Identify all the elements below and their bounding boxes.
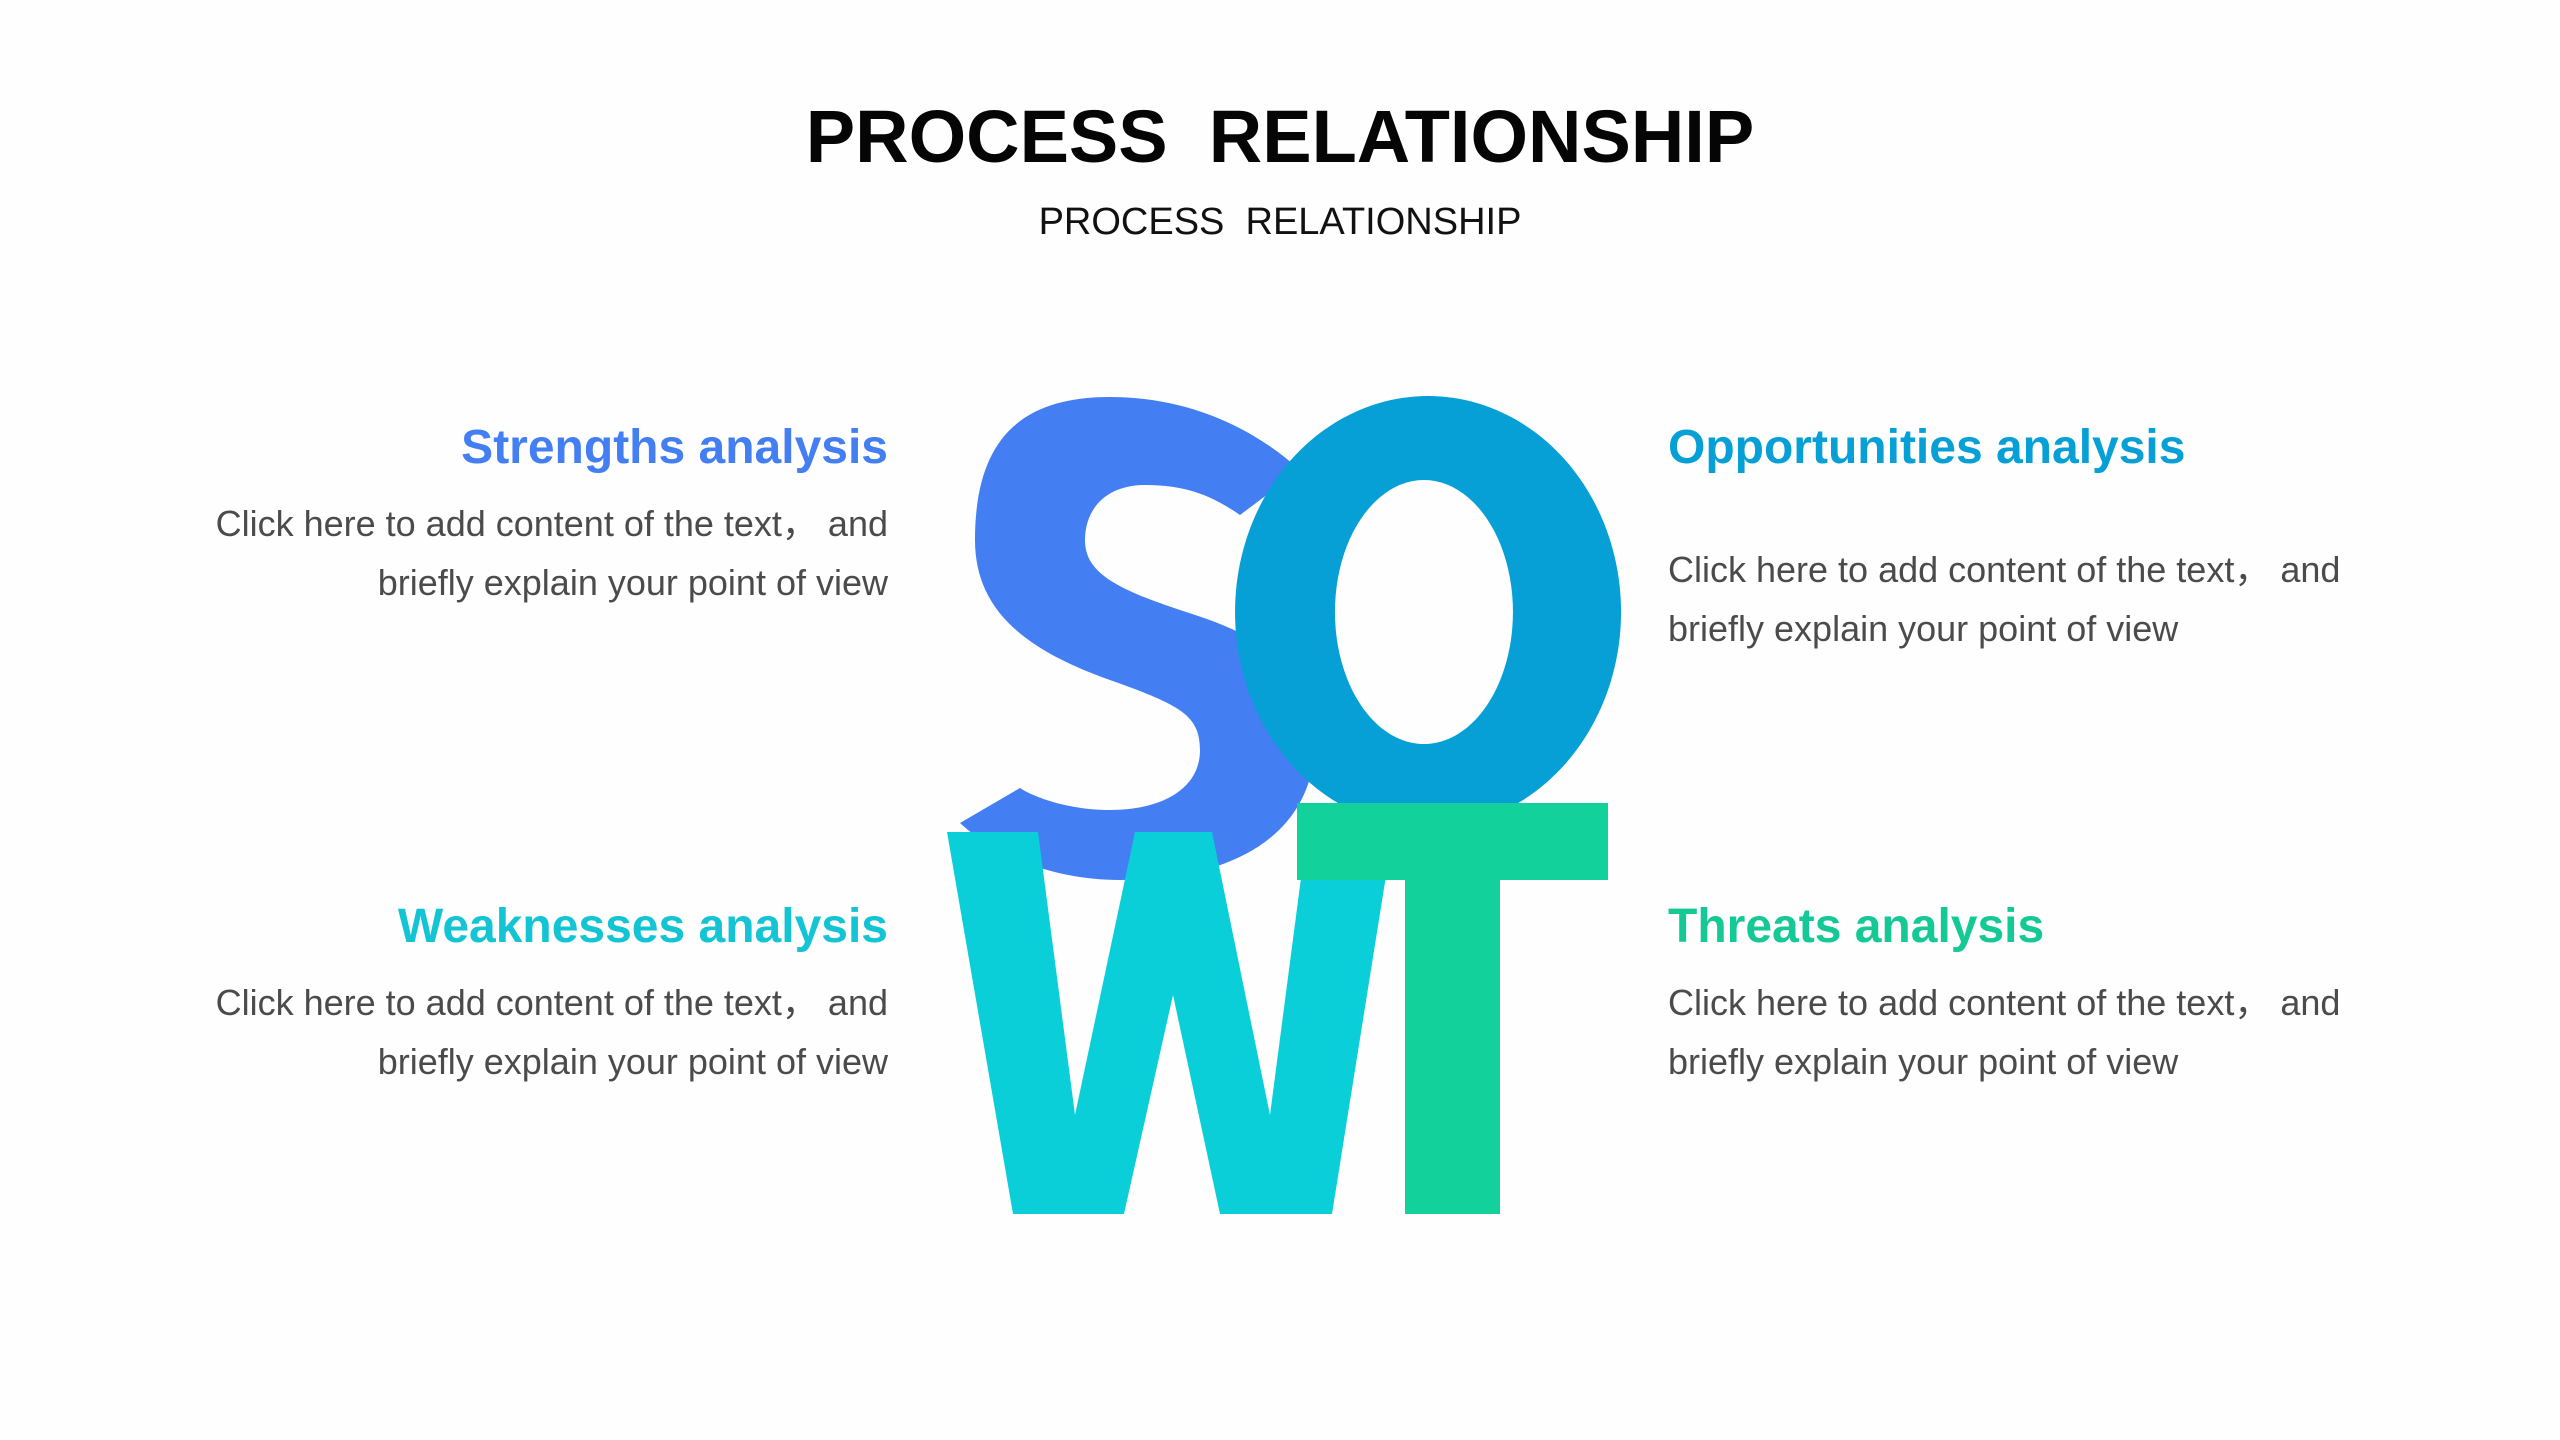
letter-t-shape xyxy=(1297,803,1608,1214)
letter-s-shape xyxy=(960,397,1315,880)
opportunities-text-line-2[interactable]: briefly explain your point of view xyxy=(1668,608,2179,649)
strengths-heading: Strengths analysis xyxy=(461,421,888,474)
page-subtitle: PROCESS RELATIONSHIP xyxy=(1038,201,1522,243)
opportunities-block: Opportunities analysis Click here to add… xyxy=(1668,418,2388,658)
threats-heading: Threats analysis xyxy=(1668,900,2045,953)
strengths-text-line-1[interactable]: Click here to add content of the text， a… xyxy=(215,503,888,544)
strengths-text-line-2[interactable]: briefly explain your point of view xyxy=(377,562,888,603)
weaknesses-text-line-1[interactable]: Click here to add content of the text， a… xyxy=(215,982,888,1023)
threats-block: Threats analysis Click here to add conte… xyxy=(1668,897,2388,1091)
page-title: PROCESS RELATIONSHIP xyxy=(805,95,1755,178)
weaknesses-text-line-2[interactable]: briefly explain your point of view xyxy=(377,1041,888,1082)
letter-o-shape xyxy=(1235,396,1622,828)
opportunities-text-line-1[interactable]: Click here to add content of the text， a… xyxy=(1668,549,2341,590)
opportunities-heading: Opportunities analysis xyxy=(1668,421,2186,474)
strengths-block: Strengths analysis Click here to add con… xyxy=(168,418,888,612)
threats-text-line-1[interactable]: Click here to add content of the text， a… xyxy=(1668,982,2341,1023)
letter-w-shape xyxy=(947,832,1393,1214)
weaknesses-block: Weaknesses analysis Click here to add co… xyxy=(168,897,888,1091)
weaknesses-heading: Weaknesses analysis xyxy=(397,900,888,953)
threats-text-line-2[interactable]: briefly explain your point of view xyxy=(1668,1041,2179,1082)
